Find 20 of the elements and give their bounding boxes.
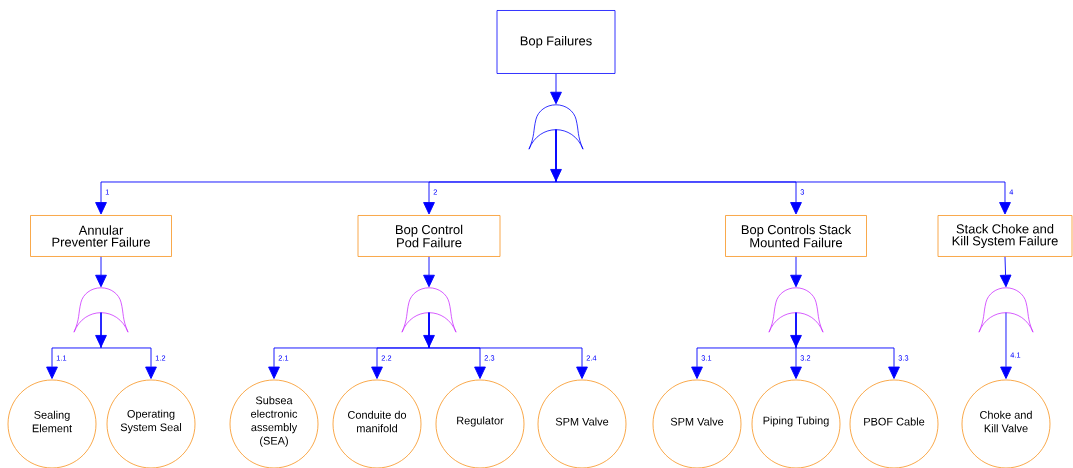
arrow bbox=[1000, 312, 1012, 379]
junction-arrow bbox=[95, 312, 107, 348]
event-box: Bop Control Pod Failure bbox=[357, 215, 501, 257]
event-box: Stack Choke and Kill System Failure bbox=[937, 215, 1073, 257]
or-gate bbox=[978, 287, 1034, 333]
event-box: Annular Preventer Failure bbox=[30, 215, 172, 257]
arrow bbox=[999, 256, 1012, 288]
arrow bbox=[95, 256, 107, 288]
or-gate bbox=[768, 287, 824, 333]
junction-arrow bbox=[423, 312, 435, 348]
or-gate bbox=[401, 287, 457, 333]
arrow bbox=[423, 256, 435, 288]
arrow bbox=[790, 256, 802, 288]
or-gate bbox=[528, 104, 584, 150]
junction-arrow bbox=[550, 129, 562, 182]
or-gate bbox=[73, 287, 129, 333]
event-box: Bop Failures bbox=[496, 10, 616, 74]
arrow bbox=[550, 73, 562, 105]
junction-arrow bbox=[790, 312, 802, 348]
event-box: Bop Controls Stack Mounted Failure bbox=[725, 215, 867, 257]
